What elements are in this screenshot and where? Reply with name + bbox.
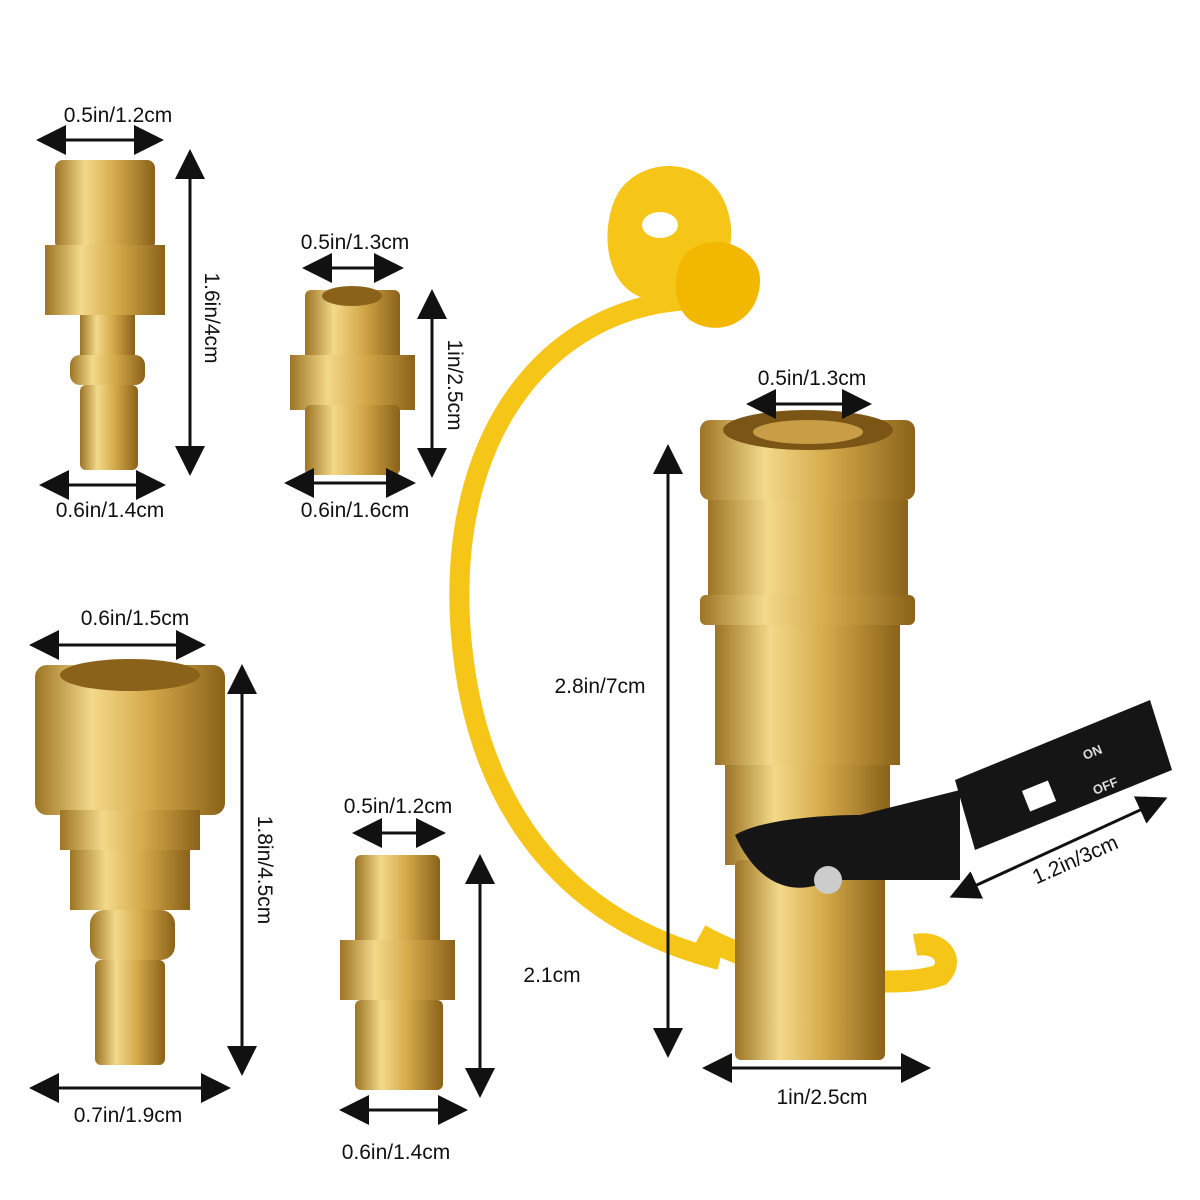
plug-height-label: 1.6in/4cm: [200, 272, 223, 363]
yellow-dust-cap: [449, 166, 957, 993]
nipple-base-label: 0.6in/1.4cm: [342, 1141, 451, 1164]
nipple-height-label: 2.1cm: [523, 964, 580, 987]
male-plug-fitting: [45, 160, 165, 470]
dimension-arrows: [28, 125, 1168, 1125]
coupler-width-label: 0.5in/1.3cm: [301, 231, 410, 254]
coupler-height-label: 1in/2.5cm: [443, 339, 466, 430]
hex-nipple-fitting: [340, 855, 455, 1090]
plug-base-label: 0.6in/1.4cm: [56, 499, 165, 522]
valve-height-label: 2.8in/7cm: [554, 675, 645, 698]
quick-connect-valve: [700, 410, 915, 1060]
coupler-base-label: 0.6in/1.6cm: [301, 499, 410, 522]
large-plug-height-label: 1.8in/4.5cm: [253, 816, 276, 925]
valve-width-label: 0.5in/1.3cm: [758, 367, 867, 390]
large-plug-base-label: 0.7in/1.9cm: [74, 1104, 183, 1127]
nipple-width-label: 0.5in/1.2cm: [344, 795, 453, 818]
large-plug-fitting: [35, 659, 225, 1065]
on-label: ON: [1081, 742, 1105, 763]
large-plug-width-label: 0.6in/1.5cm: [81, 607, 190, 630]
valve-base-label: 1in/2.5cm: [776, 1086, 867, 1109]
plug-width-label: 0.5in/1.2cm: [64, 104, 173, 127]
female-coupler-fitting: [290, 286, 415, 475]
